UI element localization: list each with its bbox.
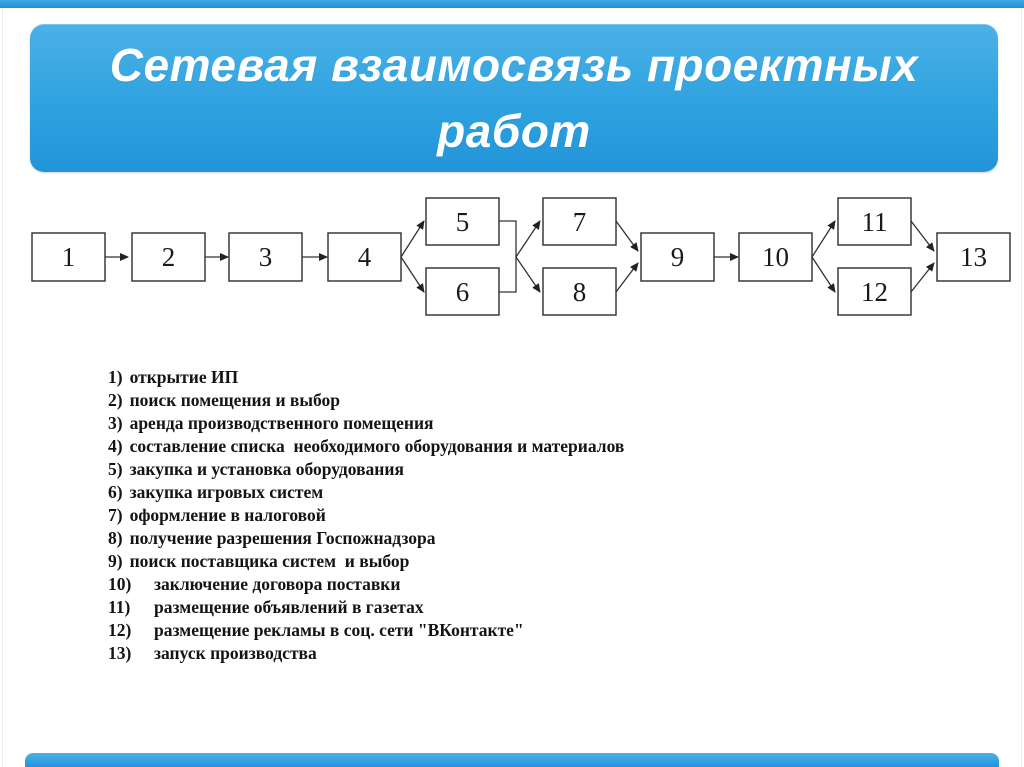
list-item: 12) размещение рекламы в соц. сети "ВКонт… [108,619,624,642]
item-text: размещение объявлений в газетах [154,597,424,617]
node-box-5 [425,197,500,246]
node-label-1: 1 [62,242,76,272]
node-label-10: 10 [762,242,789,272]
item-text: заключение договора поставки [154,574,401,594]
list-item: 11) размещение объявлений в газетах [108,596,624,619]
node-box-4 [327,232,402,282]
node-label-13: 13 [960,242,987,272]
edge-10-11 [811,220,836,258]
item-text: открытие ИП [129,367,239,387]
edge-56-7 [515,220,541,258]
node-box-1 [31,232,106,282]
list-item: 2) поиск помещения и выбор [108,389,624,412]
item-text: получение разрешения Госпожнадзора [129,528,436,548]
title-banner: Сетевая взаимосвязь проектных работ [30,24,998,172]
list-item: 6) закупка игровых систем [108,481,624,504]
list-item: 4) составление списка необходимого оборуд… [108,435,624,458]
item-number: 11) [108,597,131,617]
list-item: 1) открытие ИП [108,366,624,389]
edge-10-12 [811,256,836,293]
node-box-12 [837,267,912,316]
item-number: 13) [108,643,132,663]
node-label-2: 2 [162,242,176,272]
node-label-6: 6 [456,277,470,307]
edge-7-9 [615,220,639,252]
item-text: размещение рекламы в соц. сети "ВКонтакт… [154,620,524,640]
item-number: 5) [108,459,123,479]
item-text: закупка и установка оборудования [129,459,404,479]
network-diagram: 1 2 3 4 5 6 7 8 9 10 11 12 13 [31,197,1011,316]
node-box-13 [936,232,1011,282]
list-item: 5) закупка и установка оборудования [108,458,624,481]
node-box-11 [837,197,912,246]
page-edge-left [2,8,3,767]
list-item: 7) оформление в налоговой [108,504,624,527]
item-text: закупка игровых систем [129,482,324,502]
item-text: поиск поставщика систем и выбор [129,551,410,571]
list-item: 8) получение разрешения Госпожнадзора [108,527,624,550]
item-text: поиск помещения и выбор [129,390,341,410]
list-item: 10) заключение договора поставки [108,573,624,596]
edge-4-5 [400,220,425,258]
item-number: 1) [108,367,123,387]
edge-11-13 [910,220,935,252]
edge-4-6 [400,256,425,293]
item-number: 2) [108,390,123,410]
item-text: оформление в налоговой [129,505,326,525]
list-item: 3) аренда производственного помещения [108,412,624,435]
list-item: 13) запуск производства [108,642,624,665]
item-number: 12) [108,620,132,640]
node-box-9 [640,232,715,282]
node-label-12: 12 [861,277,888,307]
node-label-4: 4 [358,242,372,272]
item-text: составление списка необходимого оборудов… [129,436,625,456]
item-number: 3) [108,413,123,433]
node-label-9: 9 [671,242,685,272]
node-label-11: 11 [862,207,888,237]
node-box-8 [542,267,617,316]
node-box-7 [542,197,617,246]
bottom-accent-bar [25,753,999,767]
slide-title-line1: Сетевая взаимосвязь проектных [109,39,919,91]
node-label-8: 8 [573,277,587,307]
item-text: запуск производства [154,643,317,663]
item-number: 7) [108,505,123,525]
edge-56-8 [515,256,541,293]
slide-title-line2: работ [437,105,591,157]
join-bracket-5-6 [499,220,517,293]
node-label-7: 7 [573,207,587,237]
node-label-3: 3 [259,242,273,272]
top-accent-strip [0,0,1024,8]
node-box-10 [738,232,813,282]
item-number: 6) [108,482,123,502]
item-number: 4) [108,436,123,456]
item-text: аренда производственного помещения [129,413,434,433]
node-label-5: 5 [456,207,470,237]
item-number: 10) [108,574,132,594]
edge-8-9 [615,262,639,293]
node-box-2 [131,232,206,282]
node-box-6 [425,267,500,316]
list-item: 9) поиск поставщика систем и выбор [108,550,624,573]
edge-12-13 [910,262,935,293]
item-number: 9) [108,551,123,571]
item-number: 8) [108,528,123,548]
page-edge-right [1021,8,1022,767]
